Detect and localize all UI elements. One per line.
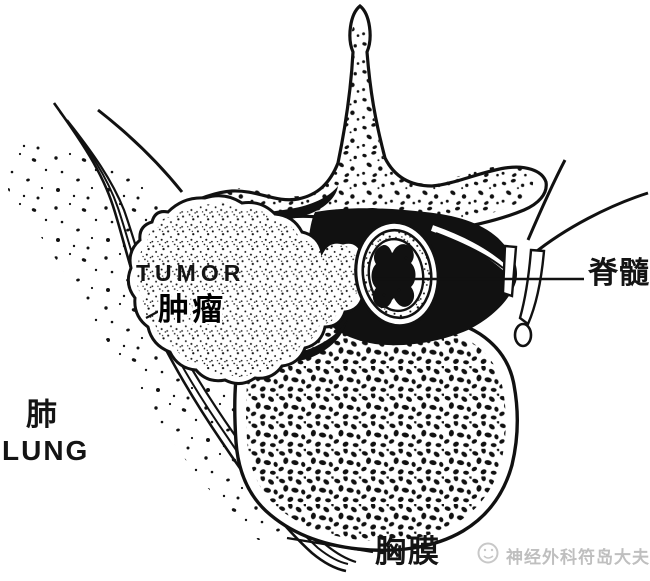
ligament-line (435, 232, 504, 269)
nerve-root-sleeve (501, 244, 546, 348)
tumor-label-zh: 肿瘤 (158, 292, 226, 327)
ligament-highlight (430, 225, 508, 271)
pleura-leader-line (286, 536, 374, 554)
tumor-mass (126, 194, 373, 385)
lung-label-zh: 肺 (26, 397, 57, 432)
gray-matter-butterfly (371, 244, 416, 309)
chest-wall-line (97, 108, 184, 193)
spinal-cord-label: 脊髓 (588, 257, 650, 290)
spinal-cord (354, 220, 440, 328)
tumor-pointer-dash (145, 309, 162, 319)
tumor-label-en: TUMOR (136, 260, 246, 286)
lung-label-en: LUNG (2, 435, 90, 466)
rib-lines (526, 159, 649, 257)
watermark-logo-icon (477, 542, 499, 564)
pleura-label: 胸膜 (375, 534, 441, 569)
watermark-text: 神经外科符岛大夫 (506, 548, 650, 567)
